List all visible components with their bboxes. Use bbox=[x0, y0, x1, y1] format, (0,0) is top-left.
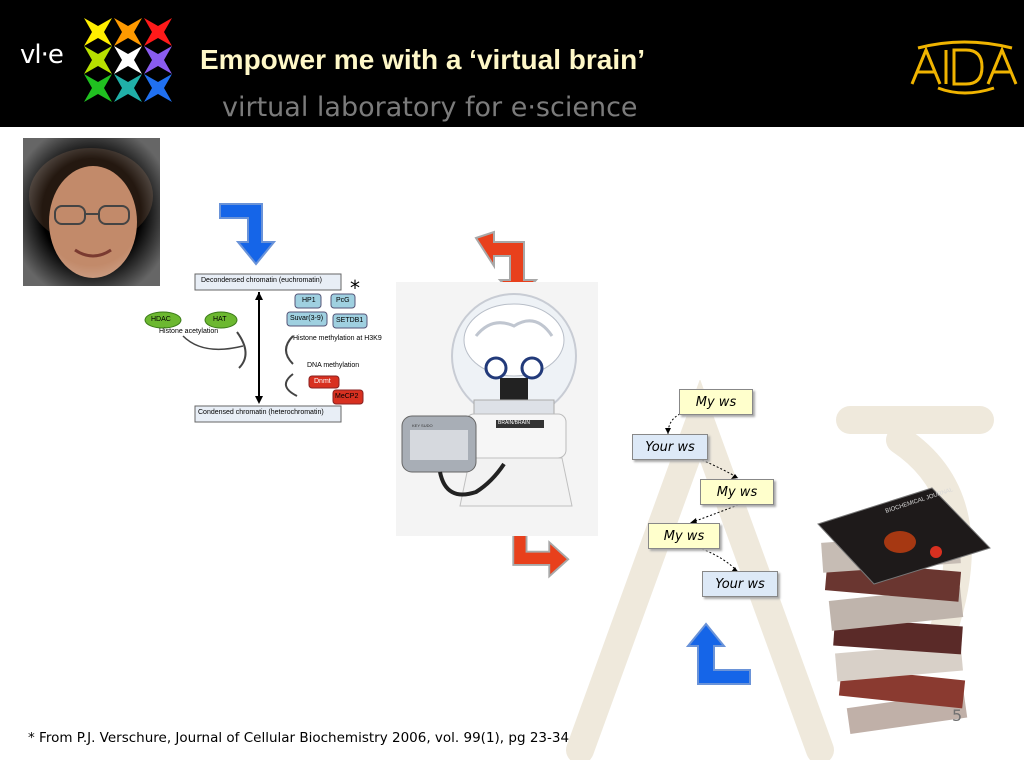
vle-star-logo-icon bbox=[84, 18, 172, 102]
workflow-node: Your ws bbox=[702, 571, 778, 597]
footnote-marker: * bbox=[350, 276, 360, 300]
diagram-label: HDAC bbox=[151, 316, 171, 323]
journal-stack-image: BIOCHEMICAL JOURNAL bbox=[814, 484, 996, 742]
diagram-label: Dnmt bbox=[314, 378, 331, 385]
workflow-node: My ws bbox=[648, 523, 720, 549]
arrow-up-blue-icon bbox=[686, 622, 751, 685]
aida-logo bbox=[910, 40, 1018, 95]
diagram-bottom-label: Condensed chromatin (heterochromatin) bbox=[198, 409, 324, 416]
page-number: 5 bbox=[952, 706, 963, 725]
diagram-label: HAT bbox=[213, 316, 227, 323]
footnote: * From P.J. Verschure, Journal of Cellul… bbox=[28, 730, 570, 746]
header-bar: vl·e Empower me with a ‘virtual brain’ v… bbox=[0, 0, 1024, 127]
brain-robot-image: BRAIN/BRAIN KEY SUDO bbox=[396, 282, 598, 536]
portrait-photo bbox=[23, 138, 160, 286]
workflow-node: My ws bbox=[700, 479, 774, 505]
diagram-label: SETDB1 bbox=[336, 317, 364, 324]
robot-brand-label: BRAIN/BRAIN bbox=[498, 420, 530, 426]
diagram-label: Suvar(3-9) bbox=[290, 315, 324, 322]
diagram-label: HP1 bbox=[302, 297, 316, 304]
vle-logo: vl·e bbox=[20, 40, 64, 70]
diagram-label: Histone acetylation bbox=[159, 328, 219, 335]
diagram-label: MeCP2 bbox=[335, 393, 359, 400]
arrow-down-blue-icon bbox=[219, 203, 277, 266]
diagram-top-label: Decondensed chromatin (euchromatin) bbox=[201, 277, 323, 284]
diagram-label: DNA methylation bbox=[307, 362, 360, 369]
page-subtitle: virtual laboratory for e·science bbox=[222, 92, 638, 123]
workflow-node: Your ws bbox=[632, 434, 708, 460]
robot-key-label: KEY SUDO bbox=[412, 423, 433, 428]
diagram-label: Histone methylation at H3K9 bbox=[293, 335, 382, 342]
page-title: Empower me with a ‘virtual brain’ bbox=[200, 44, 645, 75]
workflow-node: My ws bbox=[679, 389, 753, 415]
diagram-label: PcG bbox=[336, 297, 350, 304]
chromatin-diagram: Decondensed chromatin (euchromatin) Cond… bbox=[143, 270, 401, 430]
